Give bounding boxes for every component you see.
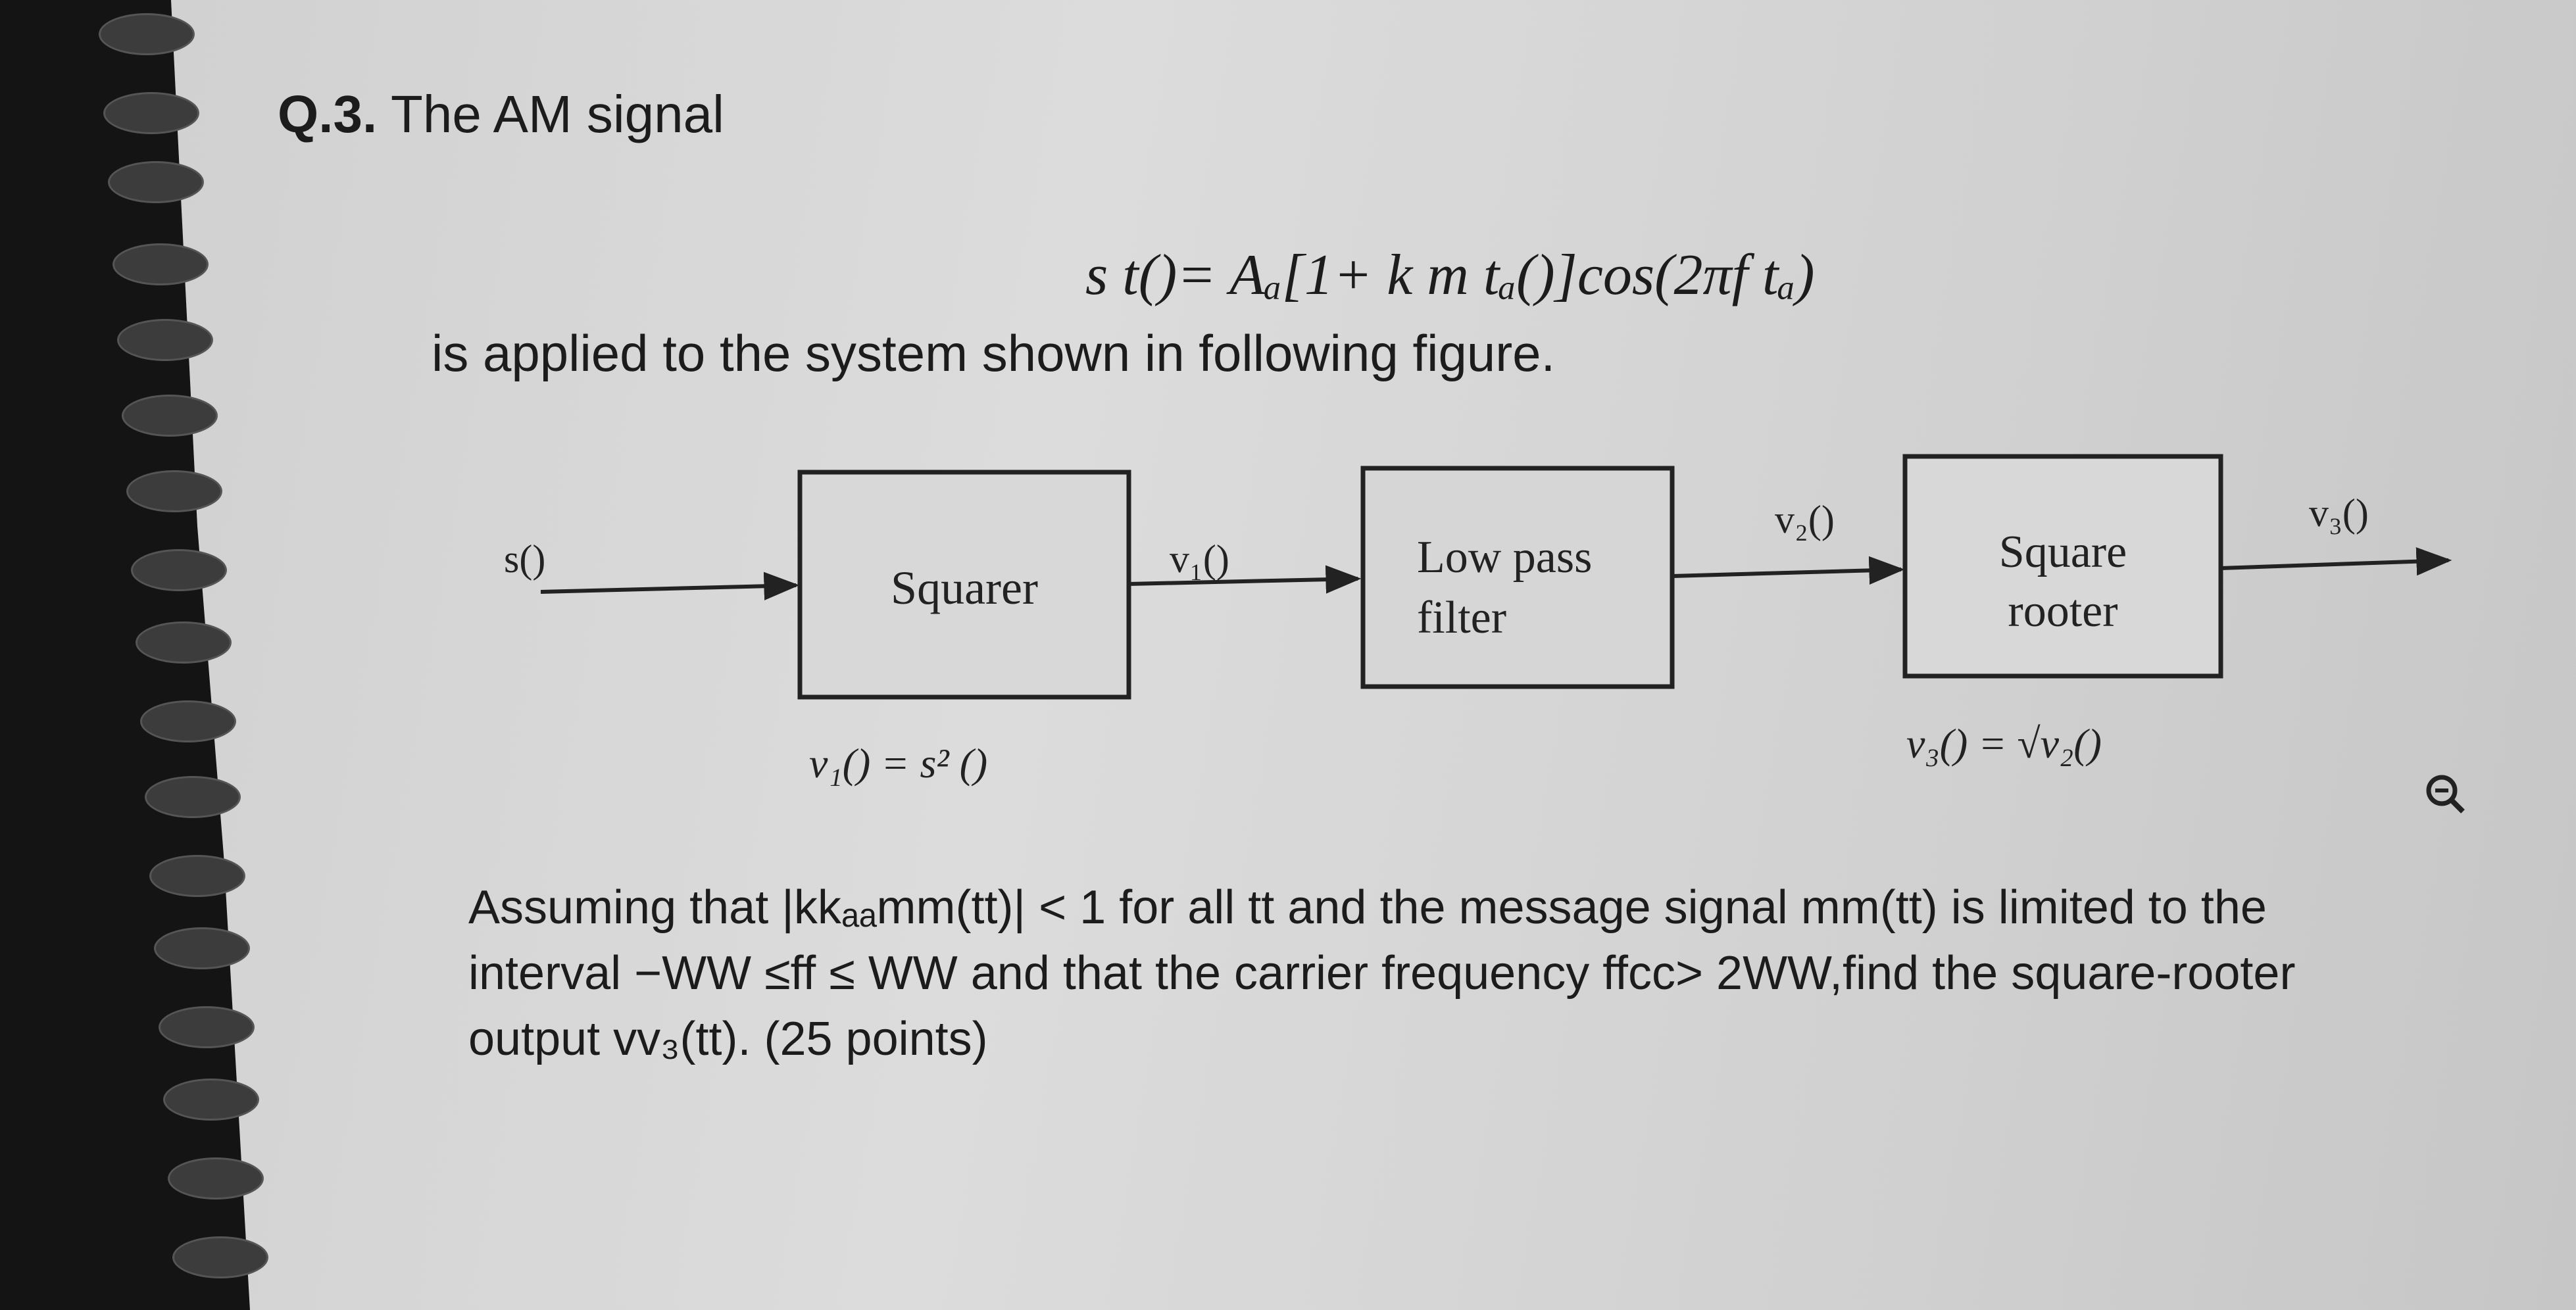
spine-binder-hole — [145, 776, 241, 818]
v1-label: v₁() — [1170, 537, 1229, 581]
spine-binder-hole — [126, 470, 222, 512]
low-pass-filter-block — [1360, 466, 1675, 689]
square-rooter-block — [1902, 454, 2223, 679]
am-signal-formula: s t()= Aₐ[1+ k m tₐ()]cos(2πf tₐ) — [1085, 243, 1815, 307]
spine-binder-hole — [112, 243, 209, 285]
spine-binder-hole — [108, 161, 204, 203]
lpf-to-rooter-arrow — [1672, 556, 1905, 585]
spine-binder-hole — [131, 549, 227, 591]
v2-label: v₂() — [1775, 498, 1835, 541]
spine-binder-hole — [103, 92, 199, 134]
input-arrow — [540, 571, 800, 600]
rooter-equation: v₃() = √v₂() — [1906, 720, 2102, 767]
zoom-out-icon[interactable] — [2422, 771, 2468, 817]
input-signal-label: s() — [504, 537, 545, 581]
spine-binder-hole — [117, 319, 213, 361]
question-title: The AM signal — [390, 85, 724, 143]
spine-binder-hole — [163, 1079, 259, 1121]
question-sheet: Q.3. The AM signal s t()= Aₐ[1+ k m tₐ()… — [217, 0, 2576, 1310]
spine-binder-hole — [159, 1006, 255, 1048]
rooter-label-line2: rooter — [2008, 586, 2118, 637]
lpf-label-line1: Low pass — [1417, 532, 1592, 583]
spine-binder-hole — [136, 621, 232, 664]
problem-statement: Assuming that |kkₐₐmm(tt)| < 1 for all t… — [468, 875, 2576, 1072]
question-heading: Q.3. The AM signal — [278, 84, 724, 145]
problem-line-1: Assuming that |kkₐₐmm(tt)| < 1 for all t… — [468, 881, 2267, 934]
spine-binder-hole — [99, 13, 195, 55]
squarer-equation: v₁() = s² () — [809, 740, 987, 787]
output-arrow — [2220, 547, 2452, 576]
question-number: Q.3. — [278, 85, 378, 143]
problem-line-3: output vv₃(tt). (25 points) — [468, 1013, 988, 1065]
spine-binder-hole — [149, 855, 245, 897]
spine-binder-hole — [122, 395, 218, 437]
squarer-label: Squarer — [891, 562, 1038, 614]
spine-binder-hole — [154, 927, 250, 969]
spine-binder-hole — [172, 1236, 268, 1278]
spine-binder-hole — [140, 700, 236, 742]
spine-binder-hole — [168, 1157, 264, 1200]
v3-label: v₃() — [2309, 491, 2369, 535]
applied-text: is applied to the system shown in follow… — [432, 324, 1556, 382]
problem-line-2: interval −WW ≤ff ≤ WW and that the carri… — [468, 947, 2296, 1000]
squarer-to-lpf-arrow — [1128, 565, 1362, 594]
rooter-label-line1: Square — [1999, 527, 2127, 577]
lpf-label-line2: filter — [1417, 593, 1506, 643]
squarer-block — [797, 470, 1131, 700]
block-diagram: s() Squarer v₁() Low pass filter v₂() Sq… — [504, 454, 2452, 787]
